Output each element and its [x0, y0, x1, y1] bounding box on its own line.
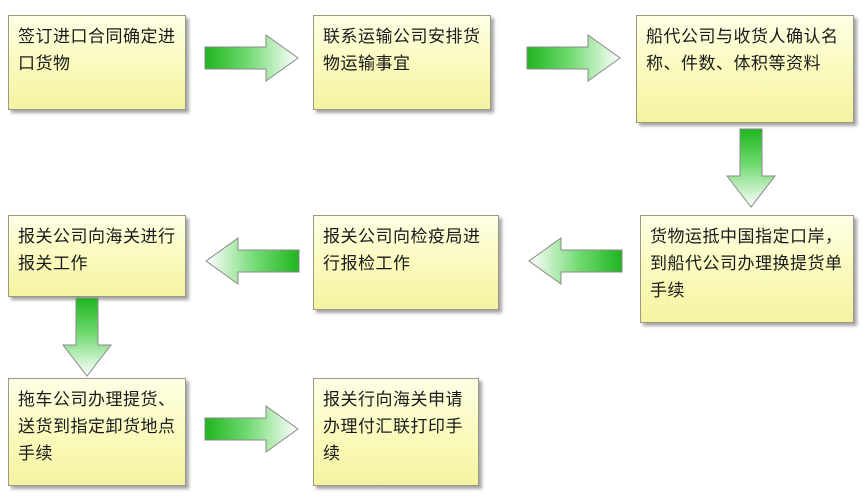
step-sign-contract: 签订进口合同确定进口货物: [8, 15, 186, 110]
step-arrange-transport-text: 联系运输公司安排货物运输事宜: [323, 27, 481, 74]
step-confirm-cargo-details-text: 船代公司与收货人确认名称、件数、体积等资料: [646, 27, 839, 74]
right-arrow-icon: [204, 405, 300, 453]
step-trucking-delivery-text: 拖车公司办理提货、送货到指定卸货地点手续: [18, 390, 176, 464]
down-arrow-icon: [726, 128, 776, 208]
step-confirm-cargo-details: 船代公司与收货人确认名称、件数、体积等资料: [636, 15, 854, 123]
step-inspection-declaration-text: 报关公司向检疫局进行报检工作: [323, 227, 481, 274]
step-arrange-transport: 联系运输公司安排货物运输事宜: [313, 15, 491, 110]
left-arrow-icon: [527, 237, 623, 285]
right-arrow-icon: [526, 34, 622, 82]
step-customs-declaration: 报关公司向海关进行报关工作: [8, 215, 186, 297]
step-port-arrival-text: 货物运抵中国指定口岸，到船代公司办理换提货单手续: [650, 227, 843, 301]
step-sign-contract-text: 签订进口合同确定进口货物: [18, 27, 176, 74]
step-payment-verification-print-text: 报关行向海关申请办理付汇联打印手续: [323, 390, 463, 464]
step-payment-verification-print: 报关行向海关申请办理付汇联打印手续: [313, 378, 479, 486]
step-inspection-declaration: 报关公司向检疫局进行报检工作: [313, 215, 499, 310]
right-arrow-icon: [204, 34, 300, 82]
down-arrow-icon: [62, 297, 112, 377]
step-trucking-delivery: 拖车公司办理提货、送货到指定卸货地点手续: [8, 378, 186, 486]
step-port-arrival: 货物运抵中国指定口岸，到船代公司办理换提货单手续: [640, 215, 854, 323]
step-customs-declaration-text: 报关公司向海关进行报关工作: [18, 227, 176, 274]
left-arrow-icon: [204, 237, 300, 285]
